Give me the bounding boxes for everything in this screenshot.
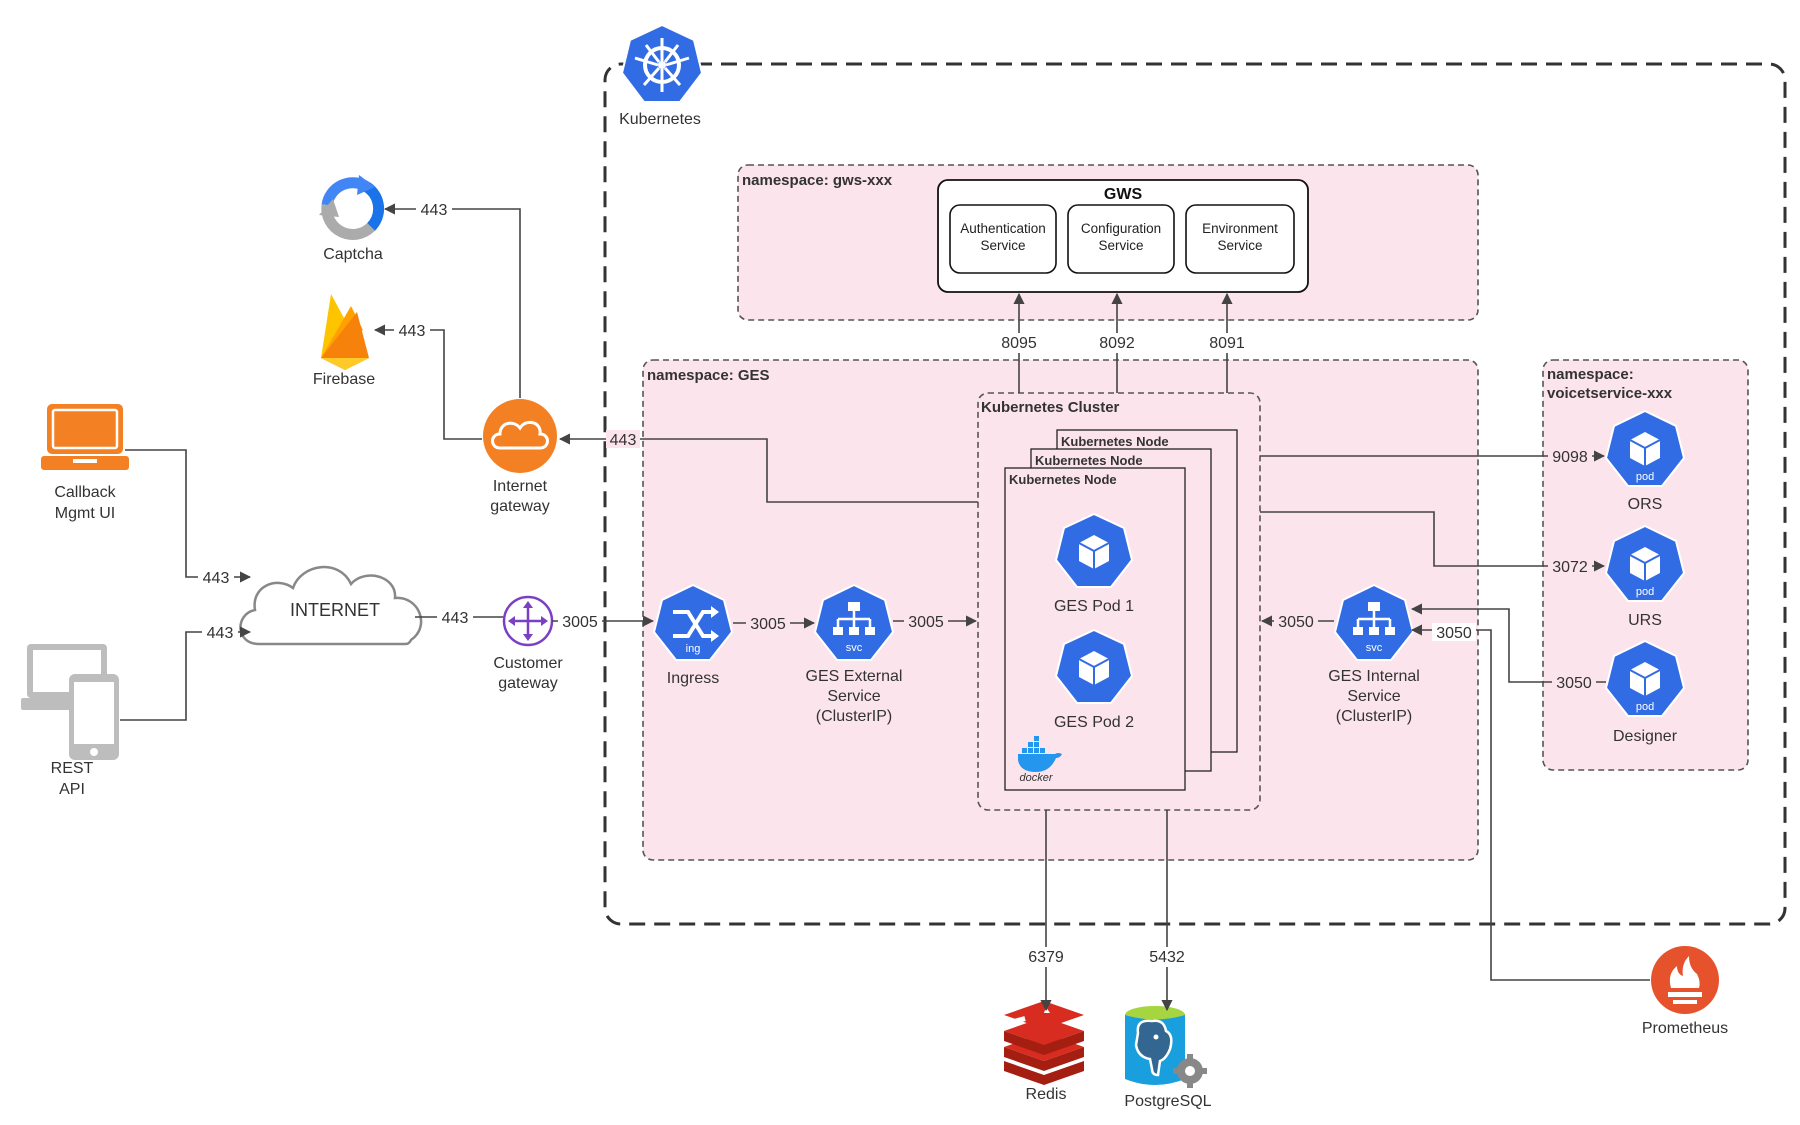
redis-icon: [1004, 1001, 1084, 1085]
wire-internet-gw-to-captcha: [383, 203, 521, 398]
internal-svc-tag: svc: [1366, 642, 1383, 654]
ges-pod-1-label: GES Pod 1: [1054, 598, 1134, 615]
ges-internal-line3: (ClusterIP): [1336, 708, 1412, 725]
port-to-internet-gw: 443: [610, 432, 637, 449]
wire-cluster-to-urs: [1260, 511, 1606, 572]
docker-label: docker: [1019, 772, 1053, 784]
internet-gateway-line1: Internet: [493, 478, 548, 495]
ors-pod-icon: pod: [1604, 409, 1686, 487]
prometheus-label: Prometheus: [1642, 1020, 1728, 1037]
k8s-node-middle-label: Kubernetes Node: [1035, 453, 1143, 468]
internet-cloud-icon: [239, 566, 423, 646]
customer-gateway-line1: Customer: [493, 655, 563, 672]
port-ingress-out: 3005: [750, 616, 786, 633]
k8s-node-back-label: Kubernetes Node: [1061, 434, 1169, 449]
port-config: 8092: [1099, 335, 1135, 352]
config-service-line1: Configuration: [1081, 221, 1161, 236]
kubernetes-logo-icon: [620, 23, 704, 103]
kubernetes-boundary: [603, 62, 1787, 926]
port-firebase: 443: [399, 323, 426, 340]
port-callback: 443: [203, 570, 230, 587]
port-external-out: 3005: [908, 614, 944, 631]
docker-logo-icon: [1018, 736, 1062, 772]
captcha-icon: [319, 175, 385, 240]
namespace-ges-label: namespace: GES: [647, 367, 770, 384]
devices-icon: [21, 644, 119, 760]
ors-label: ORS: [1628, 496, 1663, 513]
ges-pod-2-label: GES Pod 2: [1054, 714, 1134, 731]
auth-service-box: [949, 204, 1057, 274]
rest-line2: API: [59, 781, 85, 798]
prometheus-icon: [1651, 946, 1719, 1014]
port-captcha: 443: [421, 202, 448, 219]
auth-service-line2: Service: [980, 238, 1025, 253]
ingress-tag: ing: [686, 643, 701, 655]
port-ors: 9098: [1552, 449, 1588, 466]
external-svc-tag: svc: [846, 642, 863, 654]
wire-cluster-to-internet-gw: [558, 433, 978, 503]
urs-pod-icon: pod: [1604, 524, 1686, 602]
ingress-label: Ingress: [667, 670, 719, 687]
customer-gateway-line2: gateway: [498, 675, 558, 692]
ges-external-line3: (ClusterIP): [816, 708, 892, 725]
k8s-node-front-label: Kubernetes Node: [1009, 472, 1117, 487]
ges-external-service-icon: svc: [813, 583, 895, 661]
firebase-label: Firebase: [313, 371, 375, 388]
ges-pod-1-icon: [1054, 512, 1134, 588]
port-redis: 6379: [1028, 949, 1064, 966]
redis-label: Redis: [1026, 1086, 1067, 1103]
namespace-voice-label-line1: namespace:: [1547, 366, 1634, 383]
callback-line2: Mgmt UI: [55, 505, 115, 522]
port-rest: 443: [207, 625, 234, 642]
cluster-title: Kubernetes Cluster: [981, 399, 1120, 416]
port-customer-gw: 3005: [562, 614, 598, 631]
namespace-gws-label: namespace: gws-xxx: [742, 172, 893, 189]
port-env: 8091: [1209, 335, 1245, 352]
port-postgres: 5432: [1149, 949, 1185, 966]
urs-label: URS: [1628, 612, 1662, 629]
laptop-icon: [41, 404, 129, 470]
designer-pod-icon: pod: [1604, 639, 1686, 717]
internet-gateway-line2: gateway: [490, 498, 550, 515]
namespace-voice-label-line2: voicetservice-xxx: [1547, 385, 1673, 402]
ges-external-line1: GES External: [806, 668, 903, 685]
designer-label: Designer: [1613, 728, 1678, 745]
firebase-icon: [321, 294, 369, 370]
wire-internet-gw-to-firebase: [373, 324, 482, 440]
designer-pod-tag: pod: [1636, 701, 1654, 713]
port-designer: 3050: [1556, 675, 1592, 692]
env-service-line2: Service: [1217, 238, 1262, 253]
captcha-label: Captcha: [323, 246, 383, 263]
ges-internal-line1: GES Internal: [1328, 668, 1420, 685]
wire-callback-to-internet: [125, 449, 252, 583]
callback-line1: Callback: [54, 484, 116, 501]
auth-service-line1: Authentication: [960, 221, 1046, 236]
env-service-box: [1185, 204, 1295, 274]
rest-line1: REST: [51, 760, 94, 777]
wire-rest-to-internet: [120, 626, 252, 721]
ges-internal-service-icon: svc: [1333, 583, 1415, 661]
port-urs: 3072: [1552, 559, 1588, 576]
port-internal-right: 3050: [1436, 625, 1472, 642]
ors-pod-tag: pod: [1636, 471, 1654, 483]
config-service-line2: Service: [1098, 238, 1143, 253]
port-internal-in: 3050: [1278, 614, 1314, 631]
port-auth: 8095: [1001, 335, 1037, 352]
gws-title: GWS: [1104, 186, 1143, 203]
ges-pod-2-icon: [1054, 628, 1134, 704]
ges-external-line2: Service: [827, 688, 880, 705]
ingress-icon: ing: [652, 583, 734, 661]
postgresql-icon: [1125, 1006, 1207, 1088]
ges-internal-line2: Service: [1347, 688, 1400, 705]
urs-pod-tag: pod: [1636, 586, 1654, 598]
config-service-box: [1067, 204, 1175, 274]
port-internet-out: 443: [442, 610, 469, 627]
env-service-line1: Environment: [1202, 221, 1278, 236]
postgresql-label: PostgreSQL: [1124, 1093, 1211, 1110]
internet-gateway-icon: [483, 399, 557, 473]
internet-label: INTERNET: [290, 600, 380, 620]
customer-gateway-icon: [502, 595, 554, 647]
kubernetes-label: Kubernetes: [619, 111, 701, 128]
